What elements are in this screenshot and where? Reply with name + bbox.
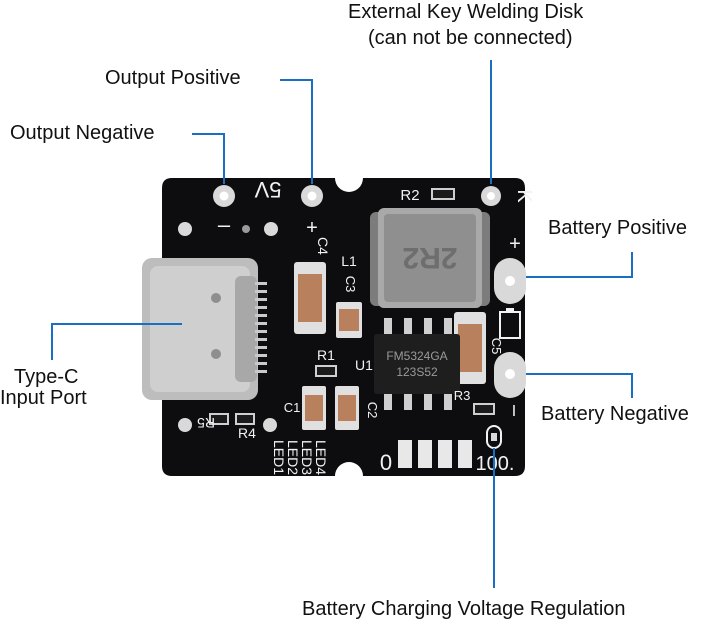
silk-k: K (513, 189, 535, 203)
silk-c5: C5 (489, 338, 504, 355)
capacitor-c1 (302, 386, 326, 430)
resistor-r3 (473, 403, 495, 415)
silk-led2: LED2 (285, 440, 301, 475)
silk-5v: 5V (254, 177, 281, 202)
capacitor-c4 (294, 262, 326, 334)
callout-battery-negative (526, 373, 633, 398)
label-battery-positive: Battery Positive (548, 217, 687, 239)
mounting-pad (263, 418, 277, 432)
callout-type-c (51, 323, 182, 360)
label-output-negative: Output Negative (10, 122, 155, 144)
silk-u1: U1 (355, 357, 373, 373)
silk-led3: LED3 (299, 440, 315, 475)
silk-plus-out: + (306, 217, 318, 239)
silk-r1: R1 (317, 347, 335, 363)
capacitor-c2 (335, 386, 359, 430)
led-indicator (438, 440, 452, 468)
led-indicator-row (398, 440, 472, 468)
silk-led1: LED1 (271, 440, 287, 475)
silk-r3: R3 (454, 388, 471, 403)
ic-u1 (374, 318, 460, 410)
mounting-pad (178, 222, 192, 236)
silk-c3: C3 (343, 276, 358, 293)
silk-c4: C4 (315, 237, 331, 255)
silk-minus: – (218, 212, 231, 237)
label-key-disk-line1: External Key Welding Disk (348, 1, 584, 23)
chip-marking-line1: FM5324GA (386, 349, 447, 363)
mounting-pad (264, 222, 278, 236)
silk-battery-plus: + (509, 233, 521, 255)
silk-r2: R2 (400, 187, 419, 204)
chip-marking-line2: 123S52 (396, 365, 438, 379)
capacitor-c5 (454, 312, 486, 384)
resistor-r1 (315, 365, 337, 377)
label-battery-negative: Battery Negative (541, 403, 689, 425)
inductor-marking: 2R2 (402, 241, 457, 274)
resistor-r2 (431, 188, 455, 200)
mounting-pad (178, 418, 192, 432)
silk-r5: R5 (197, 415, 215, 431)
label-type-c-line2: Input Port (0, 387, 87, 409)
led-indicator (398, 440, 412, 468)
callout-lines (51, 60, 633, 588)
label-type-c-line1: Type-C (14, 366, 79, 388)
silk-zero: 0 (380, 450, 392, 475)
capacitor-c3 (336, 302, 362, 338)
silk-battery-minus: I (512, 403, 516, 420)
led-indicator (458, 440, 472, 468)
resistor-r5 (209, 413, 229, 425)
inductor-l1 (370, 208, 490, 308)
silk-c2: C2 (365, 402, 380, 419)
label-voltage-regulation: Battery Charging Voltage Regulation (302, 598, 626, 620)
callout-output-positive (280, 79, 313, 184)
callout-battery-positive (526, 252, 633, 278)
silk-l1: L1 (341, 253, 357, 269)
silk-r4: R4 (238, 425, 256, 441)
led-indicator (418, 440, 432, 468)
callout-output-negative (192, 133, 225, 184)
usb-c-connector (142, 258, 267, 400)
label-key-disk-line2: (can not be connected) (368, 27, 573, 49)
resistor-r4 (235, 413, 255, 425)
label-output-positive: Output Positive (105, 67, 241, 89)
silk-c1: C1 (284, 400, 301, 415)
via (242, 225, 250, 233)
silk-led4: LED4 (313, 440, 329, 475)
